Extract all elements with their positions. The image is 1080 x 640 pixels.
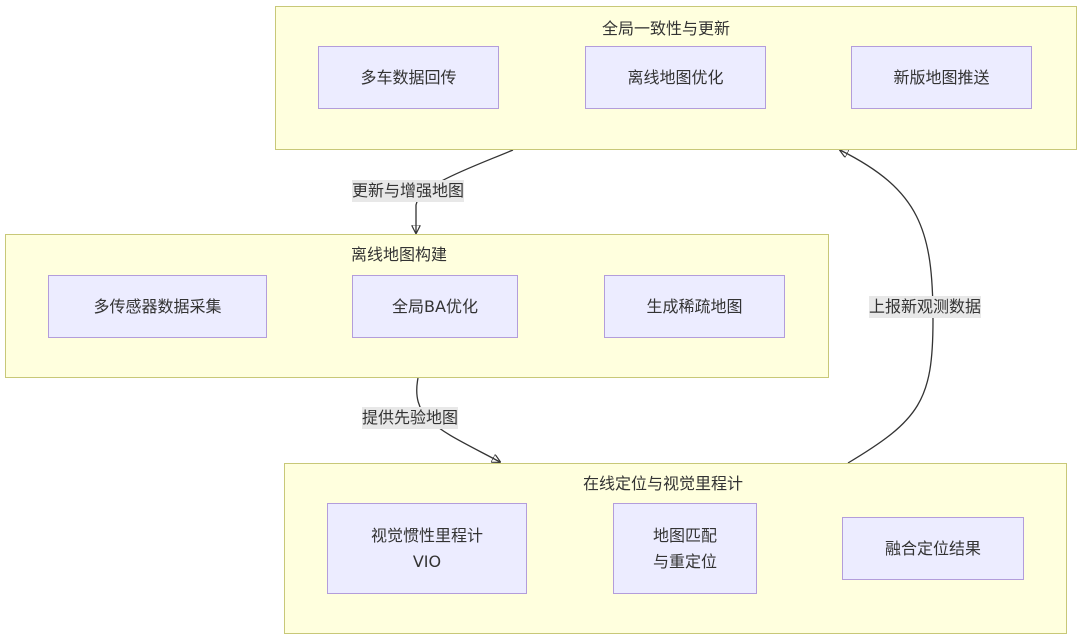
- cluster-title: 在线定位与视觉里程计: [583, 474, 744, 493]
- node-label: 多传感器数据采集: [93, 296, 222, 316]
- node-label: 地图匹配 与重定位: [652, 525, 717, 571]
- node-multi-vehicle-upload[interactable]: 多车数据回传: [318, 46, 499, 109]
- cluster-title: 离线地图构建: [351, 245, 448, 264]
- node-label: 全局BA优化: [392, 296, 478, 316]
- edge-label-report-new-observations: 上报新观测数据: [869, 296, 982, 318]
- node-map-matching-relocalization[interactable]: 地图匹配 与重定位: [613, 503, 757, 594]
- edge-label-provide-prior-map: 提供先验地图: [362, 407, 459, 429]
- node-label: 融合定位结果: [884, 538, 981, 558]
- edge-label-update-enhance-map: 更新与增强地图: [352, 180, 465, 202]
- node-multi-sensor-collection[interactable]: 多传感器数据采集: [48, 275, 267, 338]
- node-global-ba-optimization[interactable]: 全局BA优化: [352, 275, 518, 338]
- node-label: 视觉惯性里程计 VIO: [370, 525, 483, 571]
- node-offline-map-optimization[interactable]: 离线地图优化: [585, 46, 766, 109]
- node-fused-localization-result[interactable]: 融合定位结果: [842, 517, 1024, 580]
- node-new-map-push[interactable]: 新版地图推送: [851, 46, 1032, 109]
- node-label: 离线地图优化: [627, 67, 724, 87]
- node-vio[interactable]: 视觉惯性里程计 VIO: [327, 503, 527, 594]
- node-label: 多车数据回传: [360, 67, 457, 87]
- node-generate-sparse-map[interactable]: 生成稀疏地图: [604, 275, 785, 338]
- node-label: 生成稀疏地图: [646, 296, 743, 316]
- node-label: 新版地图推送: [893, 67, 990, 87]
- cluster-title: 全局一致性与更新: [602, 19, 731, 38]
